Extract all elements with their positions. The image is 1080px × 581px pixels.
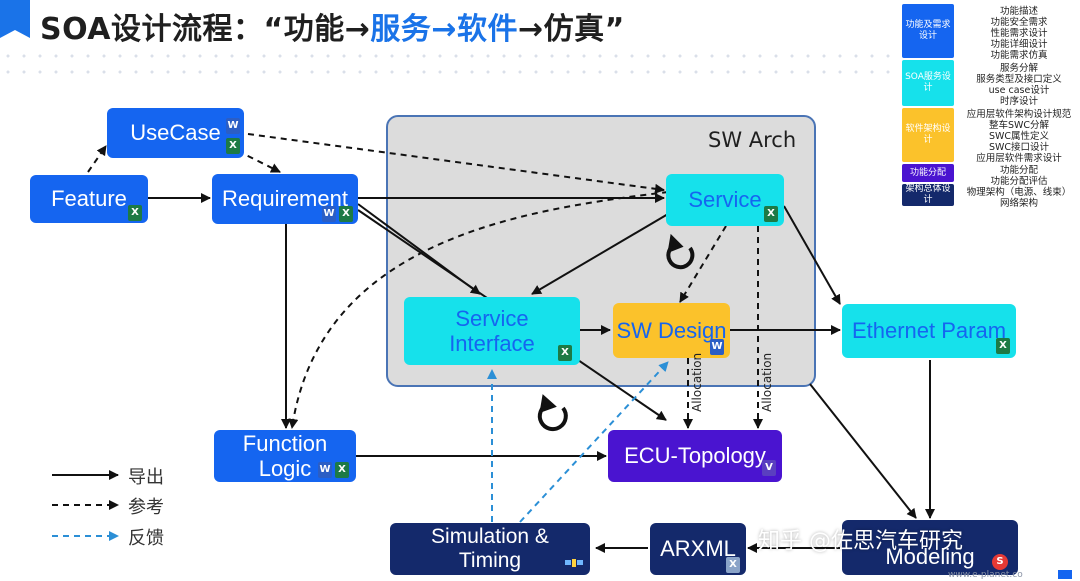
side-row: 服务分解 (999, 63, 1038, 74)
side-row: 功能详细设计 (990, 39, 1048, 50)
simulation-label-line1: Simulation & (431, 524, 549, 548)
page-title: SOA设计流程：“功能→服务→软件→仿真” (40, 4, 625, 48)
footer-logo (1058, 570, 1072, 579)
ethernet-param-node[interactable]: Ethernet Param X (842, 304, 1016, 358)
zhihu-watermark: 知乎 @佐思汽车研究 (758, 529, 963, 554)
refresh-cycle-icon (537, 394, 568, 432)
dot-pattern (0, 48, 900, 78)
usecase-node[interactable]: UseCase W X (107, 108, 244, 158)
side-row: 功能安全需求 (990, 17, 1048, 28)
arxml-label: ARXML (660, 536, 736, 562)
arrow-service-ethernet (783, 205, 841, 305)
side-row: use case设计 (988, 85, 1050, 96)
service-interface-node[interactable]: Service Interface X (404, 297, 580, 365)
usecase-label: UseCase (130, 120, 221, 146)
legend-reference-label: 参考 (128, 497, 164, 518)
arxml-node[interactable]: ARXML X (650, 523, 746, 575)
modeling-label: Modeling (885, 543, 975, 569)
side-row: 功能描述 (999, 6, 1038, 17)
side-group-soa: SOA服务设计 (902, 60, 954, 106)
word-file-icon: W (710, 339, 724, 355)
feature-label: Feature (51, 186, 127, 212)
visio-file-icon: V (762, 460, 776, 476)
side-row: SWC属性定义 (988, 131, 1050, 142)
side-row: 网络架构 (999, 198, 1038, 209)
ethernet-param-label: Ethernet Param (851, 318, 1007, 344)
title-flag-icon (0, 0, 30, 38)
service-interface-label-line1: Service (455, 305, 529, 331)
title-part-software: 软件 (457, 12, 519, 47)
ref-usecase-service (247, 133, 665, 194)
side-row: 应用层软件需求设计 (976, 153, 1062, 164)
feature-node[interactable]: Feature X (30, 175, 148, 223)
allocation-label-1: Allocation (690, 352, 704, 412)
simulation-label-line2: Timing (458, 549, 522, 572)
excel-file-icon: X (339, 206, 353, 222)
side-group-allocation: 功能分配 (902, 164, 954, 182)
side-row: 时序设计 (999, 96, 1038, 107)
ref-usecase-requirement (227, 145, 281, 173)
sw-design-label: SW Design (616, 317, 727, 343)
side-group-architecture: 架构总体设计 (902, 184, 954, 206)
ecu-topology-label: ECU-Topology (624, 443, 766, 469)
side-group-software: 软件架构设计 (902, 108, 954, 162)
side-row: 功能分配评估 (990, 176, 1048, 187)
arrow-service-serviceinterface (531, 213, 669, 295)
side-row: 整车SWC分解 (988, 120, 1050, 131)
refresh-cycle-icon (666, 233, 695, 270)
function-logic-node[interactable]: Function Logic W X (214, 430, 356, 482)
ecu-topology-node[interactable]: ECU-Topology V (608, 430, 782, 482)
satellite-icon (565, 559, 583, 567)
title-part-simulation: →仿真” (518, 12, 625, 47)
tool-logo-icon: S (992, 554, 1008, 570)
sw-arch-label: SW Arch (708, 128, 797, 152)
title-part-service: 服务→ (370, 12, 458, 47)
service-label: Service (688, 187, 762, 213)
xml-file-icon: X (726, 557, 740, 573)
excel-file-icon: X (996, 338, 1010, 354)
requirement-node[interactable]: Requirement W X (212, 174, 358, 224)
allocation-label-2: Allocation (760, 352, 774, 412)
side-row: 物理架构（电源、线束） (966, 187, 1072, 198)
side-group-function: 功能及需求设计 (902, 4, 954, 58)
footer-url: www.e-planet.co (948, 570, 1023, 580)
modeling-node[interactable]: Modeling S (842, 520, 1018, 575)
side-row: 应用层软件架构设计规范 (966, 109, 1072, 120)
side-row: 功能需求仿真 (990, 50, 1048, 61)
legend-feedback-label: 反馈 (128, 528, 164, 549)
simulation-timing-node[interactable]: Simulation & Timing (390, 523, 590, 575)
title-prefix: SOA设计流程： (40, 12, 264, 47)
function-logic-label-line1: Function (242, 430, 328, 456)
side-row: 性能需求设计 (990, 28, 1048, 39)
excel-file-icon: X (335, 462, 349, 478)
title-bar: SOA设计流程：“功能→服务→软件→仿真” (0, 0, 900, 48)
excel-file-icon: X (226, 138, 240, 154)
word-file-icon: W (318, 462, 332, 478)
side-row: 服务类型及接口定义 (976, 74, 1062, 85)
side-table: 功能及需求设计 SOA服务设计 软件架构设计 功能分配 架构总体设计 功能描述 … (898, 0, 1080, 209)
sw-design-node[interactable]: SW Design W (613, 303, 730, 358)
ref-service-functionlogic (288, 191, 669, 429)
side-row: 功能分配 (999, 165, 1038, 176)
service-node[interactable]: Service X (666, 174, 784, 226)
side-row: SWC接口设计 (988, 142, 1050, 153)
feedback-simulation-swdesign (519, 361, 669, 523)
legend-export-label: 导出 (128, 467, 164, 488)
ref-service-swdesign (679, 225, 727, 303)
excel-file-icon: X (128, 205, 142, 221)
function-logic-label-line2: Logic (258, 456, 312, 481)
service-interface-label-line2: Interface (449, 331, 535, 356)
arrow-swarch-modeling (809, 383, 917, 519)
word-file-icon: W (226, 118, 240, 134)
word-file-icon: W (322, 206, 336, 222)
excel-file-icon: X (558, 345, 572, 361)
excel-file-icon: X (764, 206, 778, 222)
title-part-function: “功能→ (263, 12, 371, 47)
ref-feature-usecase (87, 145, 107, 173)
